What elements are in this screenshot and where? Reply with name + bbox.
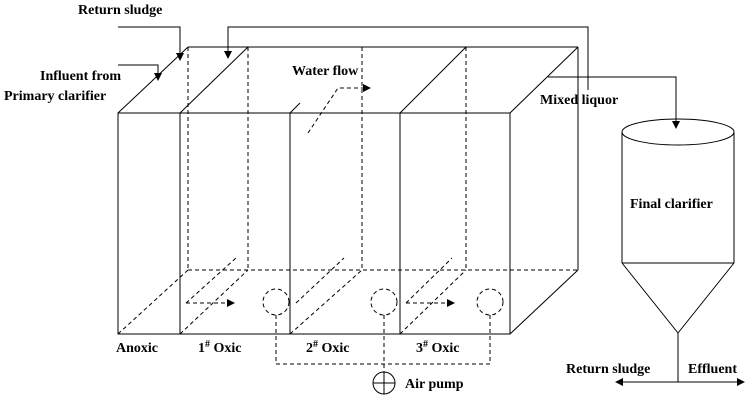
label-water-flow: Water flow (292, 64, 359, 79)
mixed-liquor-arrow (548, 76, 680, 129)
diffuser-3 (476, 288, 504, 316)
partition-walls (179, 46, 467, 335)
air-pump-icon (372, 371, 396, 395)
label-oxic-1: 1# Oxic (198, 339, 242, 357)
label-mixed-liquor: Mixed liquor (540, 93, 618, 108)
influent-inlet-arrow (118, 64, 162, 81)
aeration-tank (117, 46, 579, 335)
tank-top-left-edge (117, 46, 189, 114)
label-oxic-2: 2# Oxic (306, 339, 350, 357)
final-clarifier (621, 118, 735, 368)
label-oxic-3: 3# Oxic (416, 339, 460, 357)
label-influent-line1: Influent from (40, 69, 121, 84)
diffuser-2 (370, 288, 398, 316)
diffuser-1 (262, 288, 290, 316)
label-final-clarifier: Final clarifier (630, 197, 713, 212)
return-sludge-inlet-arrow (118, 26, 184, 61)
return-sludge-loop-arrow (224, 26, 589, 90)
label-return-sludge-top: Return sludge (78, 3, 162, 18)
clarifier-outlets (615, 368, 745, 386)
tank-top-right-edge (509, 46, 579, 114)
diffusers (262, 288, 504, 372)
tank-hidden-bottom-left (117, 269, 189, 335)
label-effluent: Effluent (688, 362, 737, 377)
tank-front-face (117, 112, 511, 335)
label-anoxic: Anoxic (116, 341, 158, 356)
water-flow-arrow-top (307, 84, 371, 134)
label-influent-line2: Primary clarifier (4, 89, 106, 104)
label-air-pump: Air pump (405, 377, 464, 392)
tank-bottom-right-edge (509, 269, 579, 335)
label-return-sludge-bottom: Return sludge (566, 362, 650, 377)
inlet-lines (118, 26, 589, 90)
water-flow-arrows (185, 84, 455, 307)
